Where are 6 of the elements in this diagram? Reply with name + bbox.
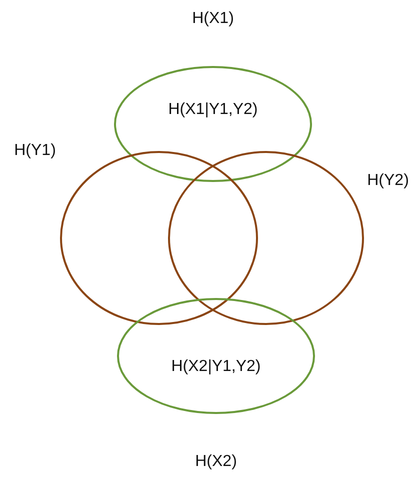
- entropy-label: H(X1): [192, 10, 234, 28]
- entropy-label: H(Y1): [14, 142, 56, 160]
- entropy-label: H(X1|Y1,Y2): [168, 101, 258, 119]
- entropy-label: H(X2|Y1,Y2): [171, 358, 261, 376]
- entropy-label: H(X2): [195, 453, 237, 471]
- entropy-label: H(Y2): [367, 172, 409, 190]
